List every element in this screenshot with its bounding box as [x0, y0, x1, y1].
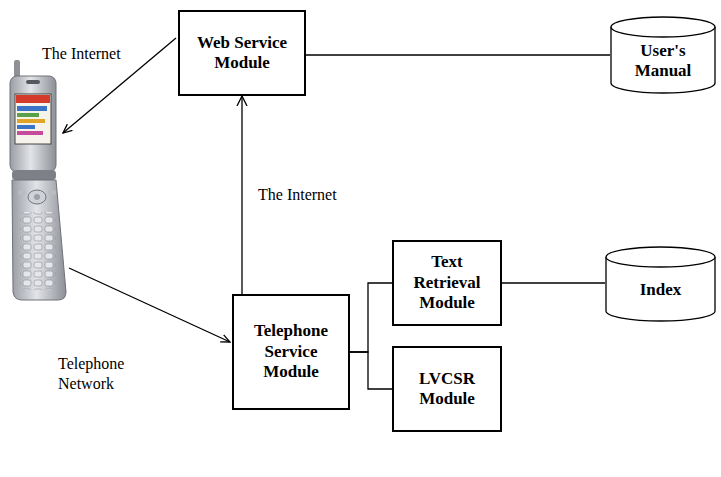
- node-text: User's Manual: [623, 41, 703, 82]
- network-label: The Internet: [40, 44, 123, 64]
- connector: [502, 282, 605, 283]
- database-cylinder: Index: [605, 246, 716, 322]
- node-text: Web Service Module: [192, 33, 292, 74]
- connector: [241, 96, 242, 294]
- network-label: Telephone Network: [56, 354, 142, 394]
- phone-hinge: [12, 170, 56, 180]
- edge-label: The Internet: [256, 185, 339, 205]
- phone-keypad: [20, 212, 56, 290]
- node-text: Text Retrieval Module: [399, 252, 495, 313]
- phone-lid: [10, 76, 56, 172]
- module-box: LVCSR Module: [392, 346, 502, 432]
- module-box: Text Retrieval Module: [392, 240, 502, 326]
- node-text: Index: [640, 280, 682, 300]
- database-cylinder: User's Manual: [610, 16, 716, 94]
- node-text: LVCSR Module: [399, 369, 495, 410]
- connector: [306, 54, 610, 55]
- module-box: Web Service Module: [178, 10, 306, 96]
- telephone-arrow: [69, 268, 230, 342]
- module-box: Telephone Service Module: [232, 294, 350, 410]
- connector: [350, 283, 392, 352]
- node-text: Telephone Service Module: [239, 321, 343, 382]
- connector: [350, 352, 392, 389]
- phone-base: [12, 180, 66, 300]
- phone-screen: [15, 94, 51, 144]
